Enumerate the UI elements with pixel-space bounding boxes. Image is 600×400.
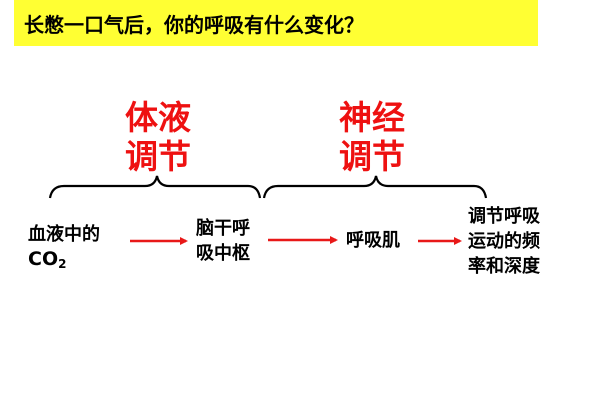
humoral-label-line1: 体液 bbox=[125, 98, 191, 137]
brainstem-line1: 脑干呼 bbox=[196, 218, 250, 239]
co2-formula: CO2 bbox=[28, 247, 100, 277]
result-line1: 调节呼吸 bbox=[468, 206, 540, 227]
result-line2: 运动的频 bbox=[468, 231, 540, 252]
co2-main: CO bbox=[28, 248, 59, 270]
node-respiratory-muscle: 呼吸肌 bbox=[346, 228, 400, 253]
humoral-label-line2: 调节 bbox=[125, 137, 191, 176]
result-line3: 率和深度 bbox=[468, 256, 540, 277]
slide-title: 长憋一口气后，你的呼吸有什么变化？ bbox=[24, 12, 364, 37]
neural-label-line2: 调节 bbox=[339, 137, 405, 176]
humoral-brace bbox=[48, 175, 262, 199]
neural-regulation-label: 神经 调节 bbox=[322, 98, 422, 176]
title-bar: 长憋一口气后，你的呼吸有什么变化？ bbox=[14, 0, 538, 46]
node-brainstem-respiratory-center: 脑干呼 吸中枢 bbox=[196, 216, 250, 266]
neural-label-line1: 神经 bbox=[339, 98, 405, 137]
node-regulation-result: 调节呼吸 运动的频 率和深度 bbox=[468, 204, 540, 279]
humoral-regulation-label: 体液 调节 bbox=[108, 98, 208, 176]
co2-subscript: 2 bbox=[58, 257, 67, 271]
brainstem-line2: 吸中枢 bbox=[196, 243, 250, 264]
neural-brace bbox=[262, 175, 488, 199]
node-blood-co2: 血液中的 CO2 bbox=[28, 222, 100, 277]
blood-co2-line1: 血液中的 bbox=[28, 224, 100, 245]
muscle-label: 呼吸肌 bbox=[346, 230, 400, 251]
